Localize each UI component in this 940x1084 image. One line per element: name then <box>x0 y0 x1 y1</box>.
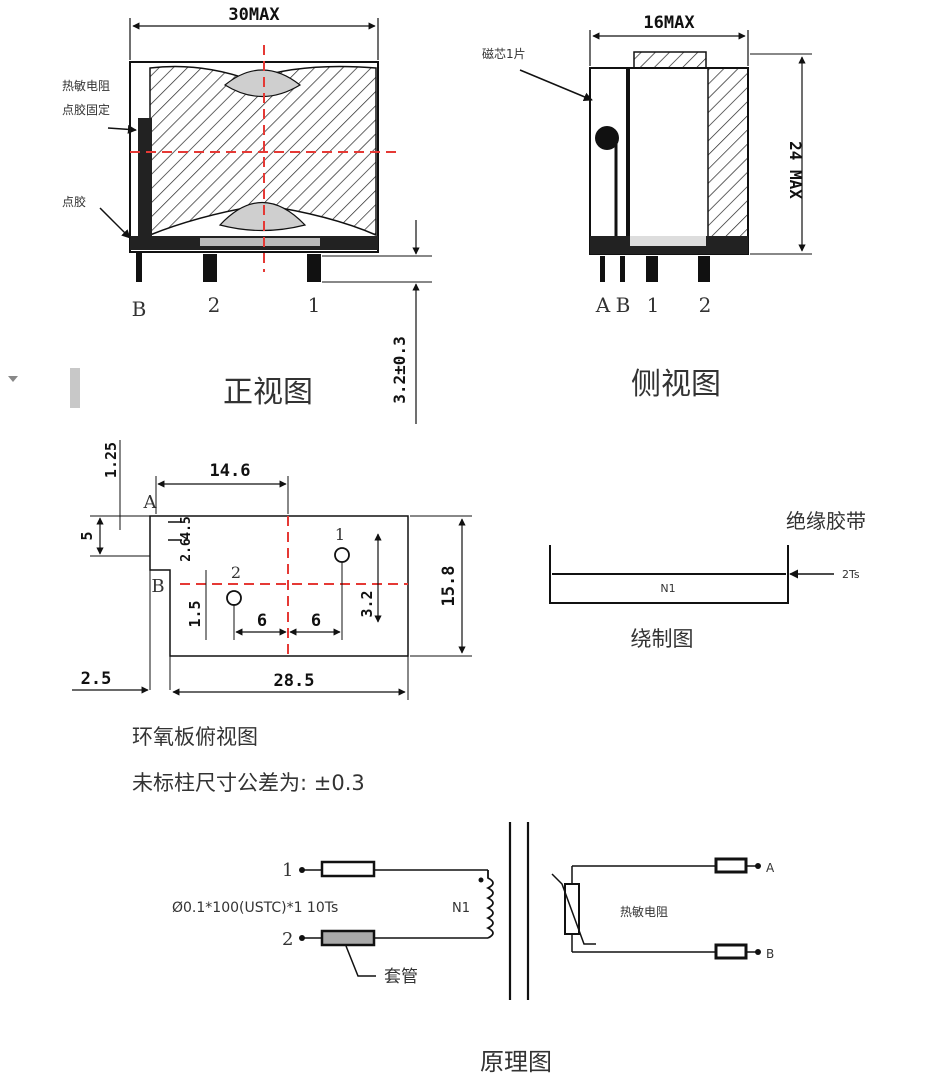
primary-coil <box>485 870 494 939</box>
side-view-caption: 侧视图 <box>631 367 721 402</box>
terminal-a: A <box>766 861 775 875</box>
dim-4-5: 4.5 <box>179 516 194 539</box>
front-pin-2-label: 2 <box>208 293 221 317</box>
sleeve-1 <box>320 860 376 878</box>
front-pin-b-label: B <box>132 297 147 321</box>
dim-28-5: 28.5 <box>274 671 315 691</box>
side-view: 16MAX A B 1 2 24 MAX 磁芯1片 侧视图 <box>482 13 812 402</box>
tape-label: 绝缘胶带 <box>786 509 866 533</box>
pin-2 <box>203 254 217 282</box>
side-width-dim: 16MAX <box>643 13 695 33</box>
schematic-n1: N1 <box>452 901 470 916</box>
terminal-b: B <box>766 947 774 961</box>
dim-1-5: 1.5 <box>186 600 204 627</box>
wire-spec: Ø0.1*100(USTC)*1 10Ts <box>172 900 338 916</box>
dim-2-5: 2.5 <box>81 669 112 689</box>
front-view-caption: 正视图 <box>223 375 313 410</box>
hole-pin-2 <box>226 590 242 606</box>
core-note: 磁芯1片 <box>482 46 526 61</box>
schematic-pin2: 2 <box>282 929 293 950</box>
winding-caption: 绕制图 <box>631 627 694 651</box>
collapse-caret-icon[interactable] <box>8 376 18 382</box>
bottom-view-caption: 环氧板俯视图 <box>132 725 258 749</box>
pin-b <box>136 252 142 282</box>
schematic: 1 2 Ø0.1*100(USTC)*1 10Ts N1 套管 热敏电阻 A B <box>172 822 775 1076</box>
board-pin-a-label: A <box>143 492 158 513</box>
board-pin-b-label: B <box>151 576 164 597</box>
sleeve-2 <box>320 929 376 947</box>
bottom-view: A B 1 2 14.6 1.25 5 4.5 2.6 1.5 6 6 3.2 <box>72 440 472 795</box>
hole-pin-1 <box>334 547 350 563</box>
thermistor-note-1: 热敏电阻 <box>62 78 110 93</box>
glue-note: 点胶 <box>62 194 86 209</box>
tolerance-note: 未标柱尺寸公差为: ±0.3 <box>132 771 365 795</box>
side-height-dim: 24 MAX <box>786 141 805 199</box>
scroll-handle[interactable] <box>70 368 80 408</box>
dim-15-8: 15.8 <box>439 566 459 607</box>
schematic-thermistor-label: 热敏电阻 <box>620 904 668 919</box>
dim-14-6: 14.6 <box>210 461 251 481</box>
turns-label: 2Ts <box>842 568 860 581</box>
front-view: 30MAX B 2 1 热敏电阻 点胶固定 点胶 3.2±0.3 正视图 <box>62 5 432 424</box>
pin-length-dim: 3.2±0.3 <box>390 336 409 403</box>
front-width-dim: 30MAX <box>228 5 280 25</box>
dim-5: 5 <box>78 531 96 540</box>
pin-1 <box>307 254 321 282</box>
thermistor-body <box>138 118 152 236</box>
board-pin-2-label: 2 <box>231 563 241 582</box>
sleeve-label: 套管 <box>384 967 418 987</box>
side-pin-2-label: 2 <box>699 293 712 317</box>
dim-3-2: 3.2 <box>358 590 376 617</box>
dim-2-6: 2.6 <box>179 538 194 562</box>
schematic-pin1: 1 <box>282 860 293 881</box>
thermistor-bead <box>595 126 619 150</box>
winding-top <box>633 51 707 69</box>
side-pin-1-label: 1 <box>647 293 660 317</box>
dim-1-25: 1.25 <box>102 442 120 478</box>
winding-view: N1 绝缘胶带 2Ts 绕制图 <box>549 509 866 651</box>
side-pin-a-label: A <box>595 293 611 317</box>
side-pin-b-label: B <box>616 293 631 317</box>
dim-6-right: 6 <box>311 611 321 631</box>
dim-6-left: 6 <box>257 611 267 631</box>
thermistor-note-2: 点胶固定 <box>62 102 110 117</box>
winding-n1-label: N1 <box>660 582 675 595</box>
schematic-caption: 原理图 <box>480 1048 552 1076</box>
board-pin-1-label: 1 <box>335 525 345 544</box>
front-pin-1-label: 1 <box>308 293 321 317</box>
